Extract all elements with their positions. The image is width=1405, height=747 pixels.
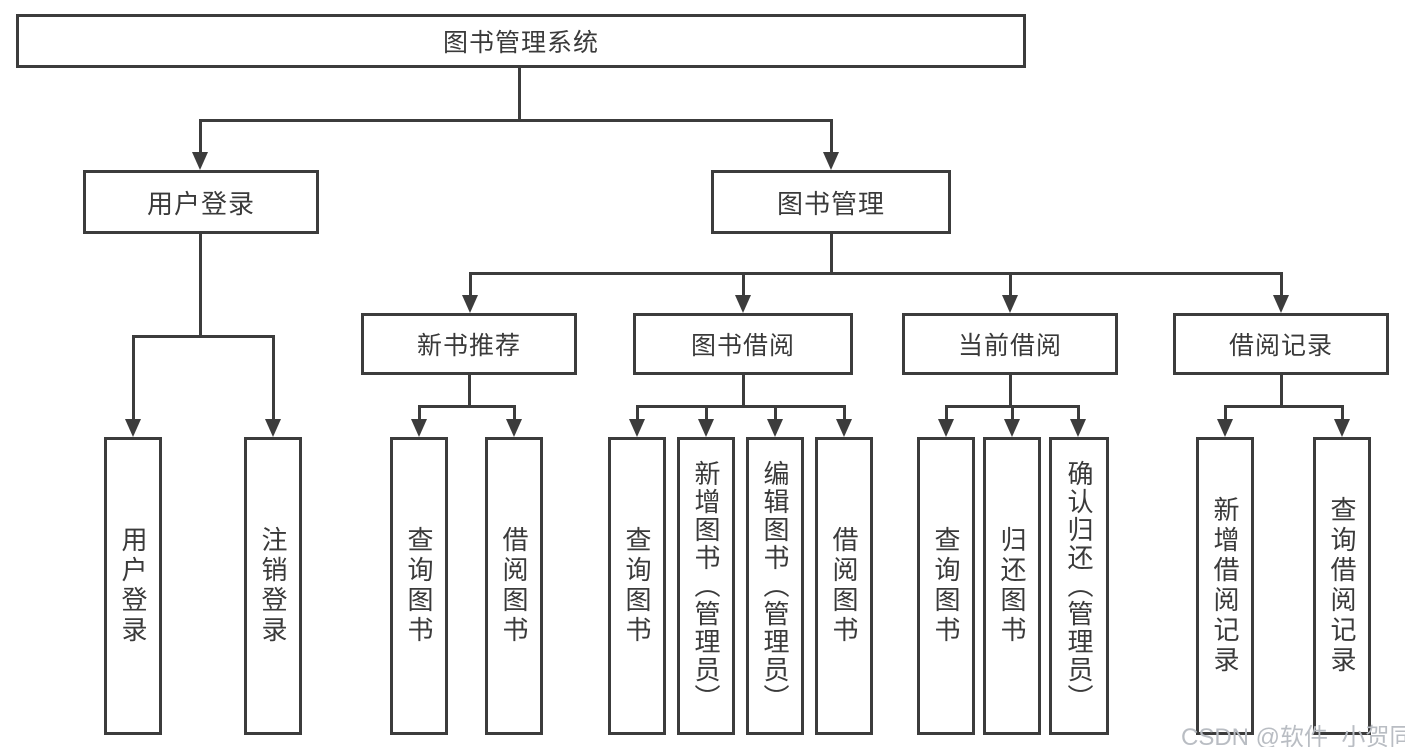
connector-rail-group2: [418, 405, 516, 408]
arrowhead-icon: [265, 419, 281, 437]
connector-stem: [843, 405, 846, 419]
arrowhead-icon: [462, 295, 478, 313]
node-book-management: 图书管理: [711, 170, 951, 234]
connector-stem: [199, 119, 202, 152]
leaf-query-books-3: 查询图书: [917, 437, 975, 735]
leaf-label: 用户登录: [118, 526, 148, 646]
connector-stem: [418, 405, 421, 419]
leaf-label: 借阅图书: [499, 526, 529, 646]
arrowhead-icon: [506, 419, 522, 437]
arrowhead-icon: [767, 419, 783, 437]
connector-stem: [1011, 405, 1014, 419]
node-current-borrow-label: 当前借阅: [957, 332, 1062, 360]
leaf-label: 编辑图书（管理员）: [760, 460, 790, 712]
node-borrow-records-label: 借阅记录: [1228, 332, 1333, 360]
leaf-confirm-return-admin: 确认归还（管理员）: [1049, 437, 1109, 735]
connector-stem: [830, 234, 833, 274]
connector-rail-level3: [469, 272, 1283, 275]
node-book-borrow-label: 图书借阅: [690, 332, 795, 360]
node-root: 图书管理系统: [16, 14, 1026, 68]
connector-stem: [513, 405, 516, 419]
leaf-query-borrow-record: 查询借阅记录: [1313, 437, 1371, 735]
connector-stem: [468, 375, 471, 407]
leaf-label: 确认归还（管理员）: [1064, 460, 1094, 712]
arrowhead-icon: [1334, 419, 1350, 437]
node-user-login: 用户登录: [83, 170, 319, 234]
leaf-add-books-admin: 新增图书（管理员）: [677, 437, 735, 735]
arrowhead-icon: [1217, 419, 1233, 437]
leaf-query-books-2: 查询图书: [608, 437, 666, 735]
arrowhead-icon: [698, 419, 714, 437]
connector-stem: [705, 405, 708, 419]
arrowhead-icon: [735, 295, 751, 313]
connector-stem: [1009, 272, 1012, 295]
connector-stem: [945, 405, 948, 419]
connector-stem: [830, 119, 833, 152]
node-new-book-recommend-label: 新书推荐: [416, 332, 521, 360]
node-new-book-recommend: 新书推荐: [361, 313, 577, 375]
node-book-borrow: 图书借阅: [633, 313, 853, 375]
leaf-logout: 注销登录: [244, 437, 302, 735]
node-root-label: 图书管理系统: [442, 29, 599, 57]
connector-stem: [272, 335, 275, 419]
leaf-borrow-books-2: 借阅图书: [815, 437, 873, 735]
leaf-label: 注销登录: [258, 526, 288, 646]
connector-stem: [636, 405, 639, 419]
arrowhead-icon: [1070, 419, 1086, 437]
arrowhead-icon: [1004, 419, 1020, 437]
arrowhead-icon: [938, 419, 954, 437]
connector-stem: [1077, 405, 1080, 419]
connector-root-stem: [518, 68, 521, 121]
node-book-management-label: 图书管理: [776, 188, 885, 219]
node-current-borrow: 当前借阅: [902, 313, 1118, 375]
leaf-return-books: 归还图书: [983, 437, 1041, 735]
connector-stem: [742, 375, 745, 407]
connector-stem: [1224, 405, 1227, 419]
leaf-label: 查询图书: [404, 526, 434, 646]
connector-rail-group3: [636, 405, 845, 408]
arrowhead-icon: [836, 419, 852, 437]
leaf-label: 查询借阅记录: [1327, 496, 1357, 676]
leaf-edit-books-admin: 编辑图书（管理员）: [746, 437, 804, 735]
connector-stem: [132, 335, 135, 419]
connector-stem: [1009, 375, 1012, 407]
leaf-label: 查询图书: [622, 526, 652, 646]
node-user-login-label: 用户登录: [146, 188, 255, 219]
connector-stem: [199, 234, 202, 337]
arrowhead-icon: [1273, 295, 1289, 313]
connector-stem: [774, 405, 777, 419]
arrowhead-icon: [411, 419, 427, 437]
leaf-borrow-books-1: 借阅图书: [485, 437, 543, 735]
arrowhead-icon: [125, 419, 141, 437]
connector-stem: [742, 272, 745, 295]
leaf-label: 借阅图书: [829, 526, 859, 646]
leaf-label: 新增借阅记录: [1210, 496, 1240, 676]
leaf-add-borrow-record: 新增借阅记录: [1196, 437, 1254, 735]
arrowhead-icon: [629, 419, 645, 437]
node-borrow-records: 借阅记录: [1173, 313, 1389, 375]
connector-stem: [1341, 405, 1344, 419]
connector-stem: [1280, 272, 1283, 295]
leaf-label: 查询图书: [931, 526, 961, 646]
connector-stem: [1280, 375, 1283, 407]
connector-rail-group1: [132, 335, 274, 338]
watermark: CSDN @软件_小贺同学: [1181, 724, 1405, 747]
leaf-query-books-1: 查询图书: [390, 437, 448, 735]
connector-rail-level1: [199, 119, 833, 122]
arrowhead-icon: [823, 152, 839, 170]
arrowhead-icon: [1002, 295, 1018, 313]
arrowhead-icon: [192, 152, 208, 170]
connector-stem: [469, 272, 472, 295]
leaf-label: 新增图书（管理员）: [691, 460, 721, 712]
leaf-label: 归还图书: [997, 526, 1027, 646]
connector-rail-group5: [1224, 405, 1343, 408]
leaf-user-login: 用户登录: [104, 437, 162, 735]
